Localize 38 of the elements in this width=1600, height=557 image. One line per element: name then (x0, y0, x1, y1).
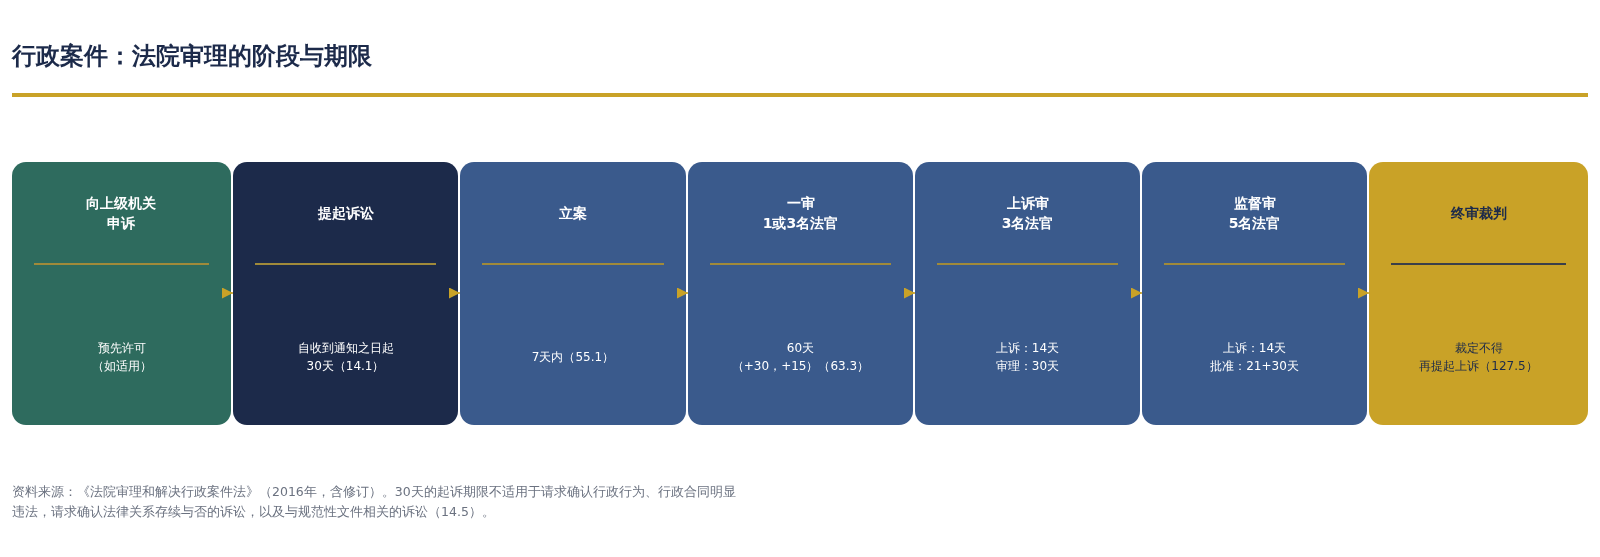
stage-heading: 监督审 (1233, 193, 1276, 213)
stage-heading: 一审 (786, 193, 815, 213)
stage-detail: 上诉：14天 (1222, 340, 1287, 357)
stage-detail: 再提起上诉（127.5） (1419, 358, 1538, 375)
stage-box (915, 162, 1140, 425)
stage-detail: 裁定不得 (1454, 340, 1503, 357)
arrow (1131, 287, 1143, 299)
stage-heading: 向上级机关申诉 (85, 193, 158, 233)
stage-detail: 预先许可 (97, 340, 146, 357)
arrow (449, 287, 461, 299)
arrow (904, 287, 916, 299)
stage-heading: 3名法官 (1001, 213, 1054, 233)
stage-detail: 60天 (786, 340, 815, 357)
stage-heading: 5名法官 (1228, 213, 1281, 233)
stage-heading: 1或3名法官 (762, 213, 839, 233)
stage-detail: 30天（14.1） (306, 358, 385, 375)
stage-box (12, 162, 231, 425)
stage-box (460, 162, 686, 425)
stage-box (1369, 162, 1588, 425)
stage-detail: 7天内（55.1） (531, 349, 615, 366)
stage-detail: 审理：30天 (995, 358, 1060, 375)
arrow (677, 287, 689, 299)
stage-detail: 上诉：14天 (995, 340, 1060, 357)
stage-heading: 立案 (559, 203, 587, 223)
stage-detail: （+30，+15）（63.3） (731, 358, 870, 375)
stage-heading: 上诉审 (1006, 193, 1049, 213)
stage-box (688, 162, 913, 425)
stage-heading: 提起诉讼 (317, 203, 374, 223)
stage-heading: 终审裁判 (1450, 203, 1507, 223)
stage-box (233, 162, 458, 425)
stage-detail: （如适用） (91, 358, 152, 375)
stage-detail: 批准：21+30天 (1210, 358, 1299, 375)
arrow (222, 287, 234, 299)
stage-detail: 自收到通知之日起 (297, 340, 394, 357)
title: 行政案件：法院审理的阶段与期限 (12, 41, 372, 72)
stage-box (1142, 162, 1367, 425)
arrow (1358, 287, 1370, 299)
source-note: 资料来源：《法院审理和解决行政案件法》（2016年，含修订）。30天的起诉期限不适用于请求确认行政行为、行政合同明显违法，请求确认法律关系存续与否的诉讼，以及与规范性文件相关的诉讼（14.5）。 (12, 483, 737, 521)
